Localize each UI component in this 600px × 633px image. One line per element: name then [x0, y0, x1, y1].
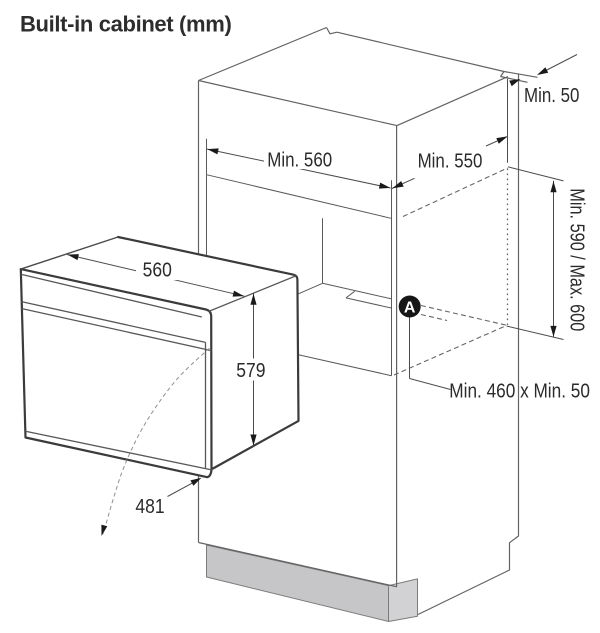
- svg-text:579: 579: [236, 360, 265, 383]
- svg-text:Min. 560: Min. 560: [267, 148, 332, 171]
- svg-text:560: 560: [143, 259, 172, 282]
- svg-text:Built-in cabinet (mm): Built-in cabinet (mm): [20, 12, 231, 37]
- svg-text:Min. 460 x Min. 50: Min. 460 x Min. 50: [449, 380, 590, 403]
- svg-text:Min. 50: Min. 50: [524, 84, 579, 107]
- svg-text:A: A: [404, 300, 416, 317]
- svg-text:481: 481: [135, 496, 164, 519]
- svg-text:Min. 550: Min. 550: [418, 149, 483, 172]
- svg-text:Min. 590 / Max. 600: Min. 590 / Max. 600: [566, 188, 589, 331]
